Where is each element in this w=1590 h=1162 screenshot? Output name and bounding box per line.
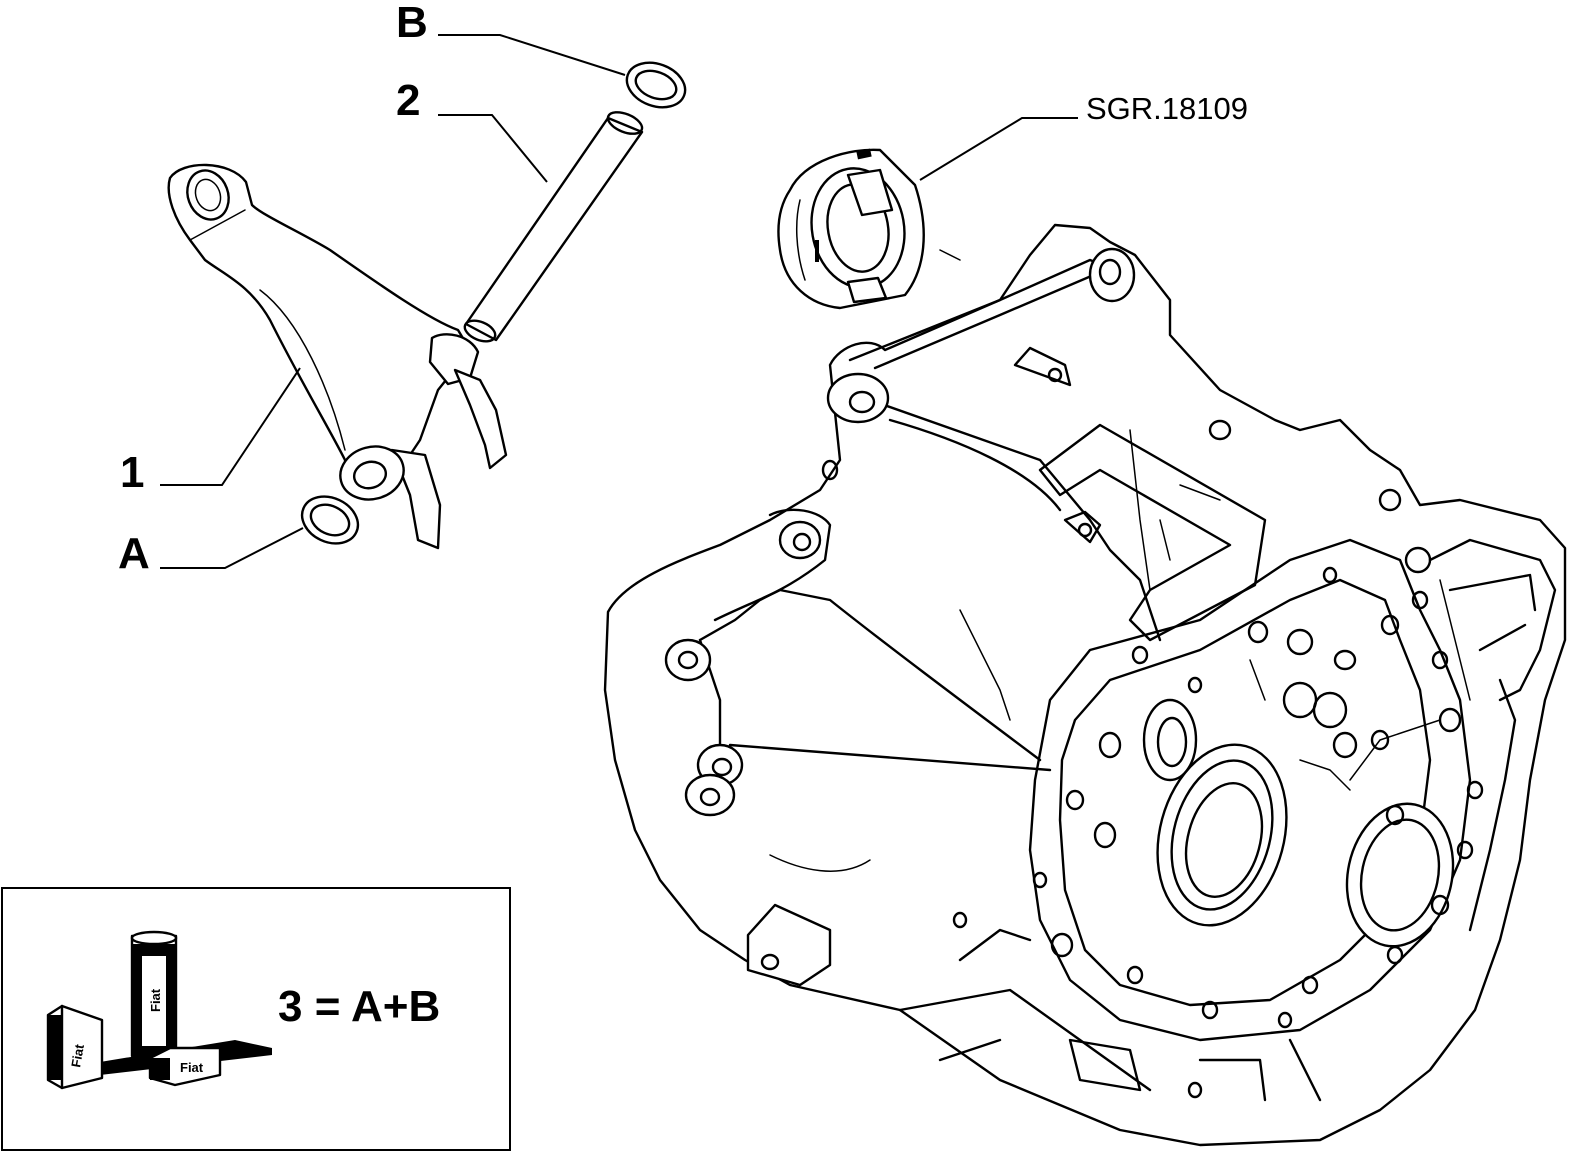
kit-brand-tube: Fiat: [148, 988, 163, 1012]
flange-bolt-holes: [952, 488, 1484, 1099]
gearbox-housing: [603, 223, 1567, 1147]
release-bearing[interactable]: [777, 148, 925, 310]
kit-brand-box-right: Fiat: [180, 1060, 204, 1075]
kit-equation: 3 = A+B: [278, 982, 440, 1031]
callout-a: A: [118, 529, 150, 578]
release-fork-part-1[interactable]: [167, 163, 508, 550]
callout-2: 2: [396, 76, 420, 125]
kit-brand-box-left: Fiat: [68, 1042, 87, 1068]
callout-b: B: [396, 0, 428, 47]
reference-sgr: SGR.18109: [1086, 91, 1248, 126]
seal-b[interactable]: [621, 55, 692, 115]
lubricant-tube-and-boxes-icon: Fiat Fiat Fiat: [46, 930, 272, 1090]
callout-1: 1: [120, 448, 144, 497]
leader-lines: [160, 34, 1078, 569]
shaft-part-2[interactable]: [462, 108, 645, 345]
kit-legend-box: Fiat Fiat Fiat 3 = A+B: [1, 887, 511, 1151]
seal-a[interactable]: [294, 488, 365, 552]
